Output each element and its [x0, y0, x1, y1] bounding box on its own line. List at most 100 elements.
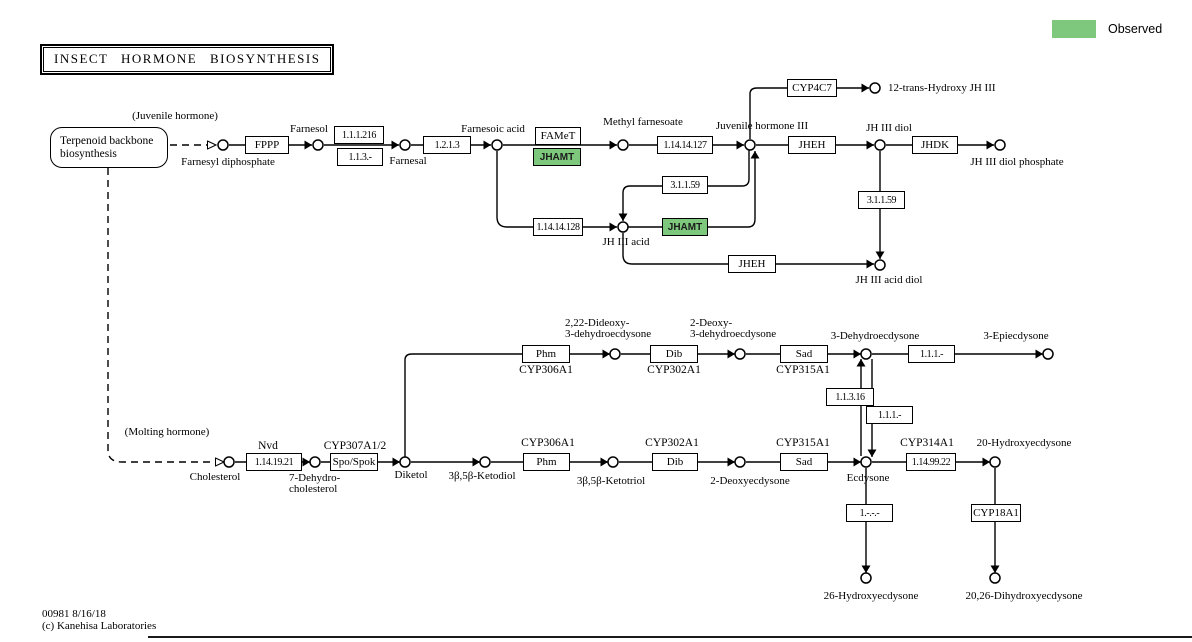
enzyme-box-1-1-1-216[interactable]: 1.1.1.216	[334, 126, 384, 144]
map-title: INSECT HORMONE BIOSYNTHESIS	[43, 47, 332, 72]
enzyme-box-jheh-low[interactable]: JHEH	[728, 255, 776, 273]
compound-label-2-22-dideoxy-3-dehydroecdysone: 2,22-Dideoxy- 3-dehydroecdysone	[565, 317, 652, 340]
compound-label-12-trans-hydroxy-jh-iii: 12-trans-Hydroxy JH III	[888, 82, 996, 94]
compound-label-farnesoic-acid: Farnesoic acid	[461, 123, 525, 135]
compound-node-farnesyl-diphosphate[interactable]	[217, 139, 229, 151]
gene-label-cyp315a1-upper: CYP315A1	[776, 364, 830, 376]
compound-label-farnesol: Farnesol	[290, 123, 328, 135]
section-label-molting-hormone: (Molting hormone)	[124, 426, 210, 438]
compound-node-jh-iii-diol-phosphate[interactable]	[994, 139, 1006, 151]
legend: Observed	[1052, 20, 1162, 38]
compound-node-12-trans-hydroxy-jh-iii[interactable]	[869, 82, 881, 94]
compound-node-ecdysone[interactable]	[860, 456, 872, 468]
compound-node-3-dehydroecdysone[interactable]	[860, 348, 872, 360]
enzyme-box-1-1-1-b[interactable]: 1.1.1.-	[866, 406, 913, 424]
edge-jhiii-to-hydroxyjhiii	[749, 83, 869, 139]
enzyme-box-sad-upper[interactable]: Sad	[780, 345, 828, 363]
compound-node-20-26-dihydroxyecdysone[interactable]	[989, 572, 1001, 584]
gene-label-cyp314a1: CYP314A1	[900, 437, 954, 449]
gene-label-cyp302a1-upper: CYP302A1	[647, 364, 701, 376]
compound-node-diketol[interactable]	[399, 456, 411, 468]
compound-node-dideoxy-dehydroecdysone[interactable]	[609, 348, 621, 360]
enzyme-box-1-1-3-16[interactable]: 1.1.3.16	[826, 388, 874, 406]
edge-maplink-to-cholesterol	[107, 168, 224, 462]
enzyme-box-cyp4c7[interactable]: CYP4C7	[787, 79, 837, 97]
enzyme-box-sad-lower[interactable]: Sad	[780, 453, 828, 471]
compound-node-farnesol[interactable]	[312, 139, 324, 151]
compound-node-jh-iii-acid[interactable]	[617, 221, 629, 233]
enzyme-box-1-14-19-21[interactable]: 1.14.19.21	[246, 453, 302, 471]
enzyme-box-1-14-99-22[interactable]: 1.14.99.22	[906, 453, 956, 471]
compound-node-deoxy-dehydroecdysone[interactable]	[734, 348, 746, 360]
compound-node-20-hydroxyecdysone[interactable]	[989, 456, 1001, 468]
compound-label-3-epiecdysone: 3-Epiecdysone	[983, 330, 1049, 342]
edge-jhiiiacid-to-aciddiol	[622, 233, 874, 269]
enzyme-box-dib-lower[interactable]: Dib	[652, 453, 698, 471]
compound-label-diketol: Diketol	[394, 469, 428, 481]
gene-label-cyp302a1-lower: CYP302A1	[645, 437, 699, 449]
enzyme-box-dib-upper[interactable]: Dib	[650, 345, 698, 363]
compound-node-farnesoic-acid[interactable]	[491, 139, 503, 151]
compound-label-cholesterol: Cholesterol	[189, 471, 241, 483]
compound-node-ketodiol[interactable]	[479, 456, 491, 468]
enzyme-box-cyp18a1[interactable]: CYP18A1	[971, 504, 1021, 522]
enzyme-box-3-1-1-59-right[interactable]: 3.1.1.59	[858, 191, 905, 209]
gene-label-cyp315a1-lower: CYP315A1	[776, 437, 830, 449]
legend-observed-label: Observed	[1108, 22, 1163, 36]
gene-label-cyp307a1-2: CYP307A1/2	[323, 440, 387, 452]
map-id-and-date: 00981 8/16/18	[42, 608, 106, 620]
enzyme-box-3-1-1-59-mid[interactable]: 3.1.1.59	[662, 176, 708, 194]
enzyme-box-1-14-14-127[interactable]: 1.14.14.127	[657, 136, 713, 154]
map-title-box: INSECT HORMONE BIOSYNTHESIS	[40, 44, 335, 75]
compound-label-20-hydroxyecdysone: 20-Hydroxyecdysone	[976, 437, 1072, 449]
compound-label-ketotriol: 3β,5β-Ketotriol	[576, 475, 646, 487]
compound-label-2-deoxyecdysone: 2-Deoxyecdysone	[710, 475, 790, 487]
compound-label-ecdysone: Ecdysone	[846, 472, 890, 484]
compound-label-farnesyl-diphosphate: Farnesyl diphosphate	[181, 156, 275, 168]
gene-label-nvd: Nvd	[258, 440, 278, 452]
compound-label-jh-iii-diol: JH III diol	[866, 122, 912, 134]
compound-label-juvenile-hormone-iii: Juvenile hormone III	[715, 120, 809, 132]
compound-node-jh-iii-diol[interactable]	[874, 139, 886, 151]
enzyme-box-phm-lower[interactable]: Phm	[523, 453, 570, 471]
gene-label-cyp306a1-upper: CYP306A1	[519, 364, 573, 376]
section-label-juvenile-hormone: (Juvenile hormone)	[132, 110, 218, 122]
enzyme-box-1-x-x-x[interactable]: 1.-.-.-	[846, 504, 893, 522]
compound-node-juvenile-hormone-iii[interactable]	[744, 139, 756, 151]
compound-node-3-epiecdysone[interactable]	[1042, 348, 1054, 360]
compound-node-26-hydroxyecdysone[interactable]	[860, 572, 872, 584]
compound-node-ketotriol[interactable]	[607, 456, 619, 468]
enzyme-box-fppp[interactable]: FPPP	[245, 136, 289, 154]
enzyme-box-spo-spok[interactable]: Spo/Spok	[330, 453, 378, 471]
compound-label-26-hydroxyecdysone: 26-Hydroxyecdysone	[823, 590, 919, 602]
enzyme-box-jhdk[interactable]: JHDK	[912, 136, 958, 154]
compound-label-jh-iii-diol-phosphate: JH III diol phosphate	[970, 156, 1064, 168]
enzyme-box-famet[interactable]: FAMeT	[535, 127, 581, 145]
compound-node-cholesterol[interactable]	[223, 456, 235, 468]
compound-node-7-dehydrocholesterol[interactable]	[309, 456, 321, 468]
maplink-terpenoid-backbone-biosynthesis[interactable]: Terpenoid backbone biosynthesis	[50, 127, 168, 168]
enzyme-box-1-1-3[interactable]: 1.1.3.-	[337, 148, 383, 166]
compound-label-7-dehydrocholesterol: 7-Dehydro- cholesterol	[289, 472, 341, 495]
enzyme-box-jhamt-mid[interactable]: JHAMT	[662, 218, 708, 236]
legend-observed-swatch	[1052, 20, 1096, 38]
compound-node-2-deoxyecdysone[interactable]	[734, 456, 746, 468]
enzyme-box-jhamt-top[interactable]: JHAMT	[533, 148, 581, 166]
compound-node-methyl-farnesoate[interactable]	[617, 139, 629, 151]
edge-jhiiiacid-to-jhiii	[628, 151, 760, 228]
enzyme-box-phm-upper[interactable]: Phm	[522, 345, 570, 363]
compound-node-farnesal[interactable]	[399, 139, 411, 151]
copyright: (c) Kanehisa Laboratories	[42, 620, 157, 632]
compound-label-jh-iii-acid: JH III acid	[602, 236, 650, 248]
compound-label-2-deoxy-3-dehydroecdysone: 2-Deoxy- 3-dehydroecdysone	[690, 317, 777, 340]
compound-label-20-26-dihydroxyecdysone: 20,26-Dihydroxyecdysone	[965, 590, 1083, 602]
compound-label-farnesal: Farnesal	[389, 155, 427, 167]
compound-node-jh-iii-acid-diol[interactable]	[874, 259, 886, 271]
bottom-edge-line	[148, 636, 1192, 638]
enzyme-box-1-1-1-a[interactable]: 1.1.1.-	[908, 345, 955, 363]
gene-label-cyp306a1-lower: CYP306A1	[521, 437, 575, 449]
enzyme-box-1-14-14-128[interactable]: 1.14.14.128	[533, 218, 583, 236]
enzyme-box-1-2-1-3[interactable]: 1.2.1.3	[423, 136, 471, 154]
enzyme-box-jheh-top[interactable]: JHEH	[788, 136, 836, 154]
